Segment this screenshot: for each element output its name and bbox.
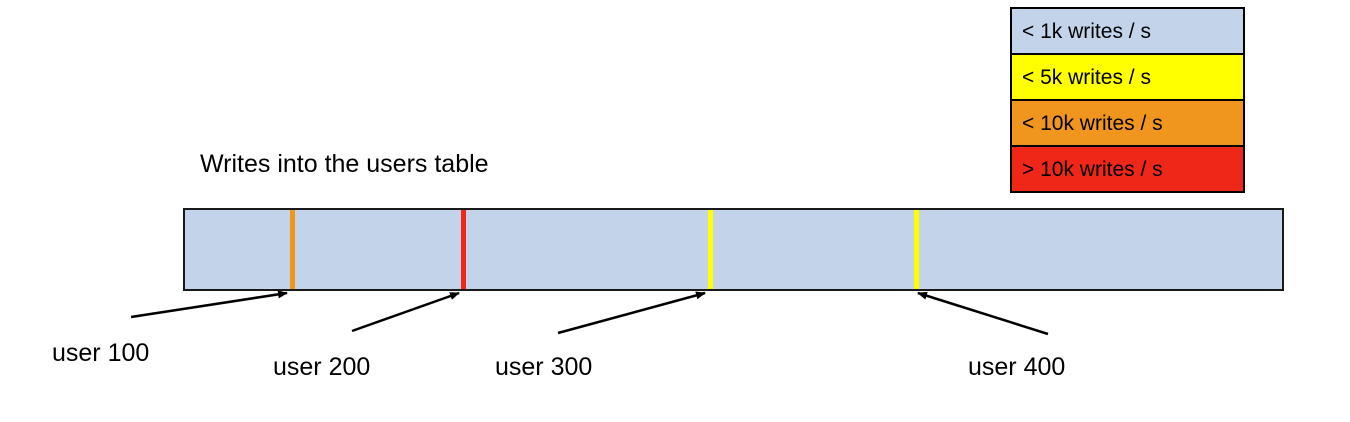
arrow-user-300: [557, 291, 706, 335]
arrow-user-200: [351, 291, 460, 333]
legend-label: < 5k writes / s: [1022, 65, 1151, 89]
legend-row-lt-5k: < 5k writes / s: [1012, 55, 1243, 101]
divider-user-100: [290, 210, 295, 289]
divider-user-300: [708, 210, 713, 289]
legend-row-lt-10k: < 10k writes / s: [1012, 101, 1243, 147]
write-throughput-legend: < 1k writes / s < 5k writes / s < 10k wr…: [1010, 7, 1245, 193]
legend-row-lt-1k: < 1k writes / s: [1012, 9, 1243, 55]
legend-label: < 1k writes / s: [1022, 19, 1151, 43]
legend-label: > 10k writes / s: [1022, 157, 1163, 181]
arrow-user-100: [130, 290, 288, 319]
arrow-user-400: [917, 291, 1049, 336]
callout-label-user-300: user 300: [495, 353, 593, 381]
users-table-range-bar: [183, 208, 1284, 291]
legend-label: < 10k writes / s: [1022, 111, 1163, 135]
callout-label-user-100: user 100: [52, 339, 150, 367]
chart-title: Writes into the users table: [200, 150, 489, 178]
divider-user-400: [914, 210, 919, 289]
callout-label-user-400: user 400: [968, 353, 1066, 381]
legend-row-gt-10k: > 10k writes / s: [1012, 147, 1243, 191]
callout-label-user-200: user 200: [273, 353, 371, 381]
divider-user-200: [461, 210, 466, 289]
